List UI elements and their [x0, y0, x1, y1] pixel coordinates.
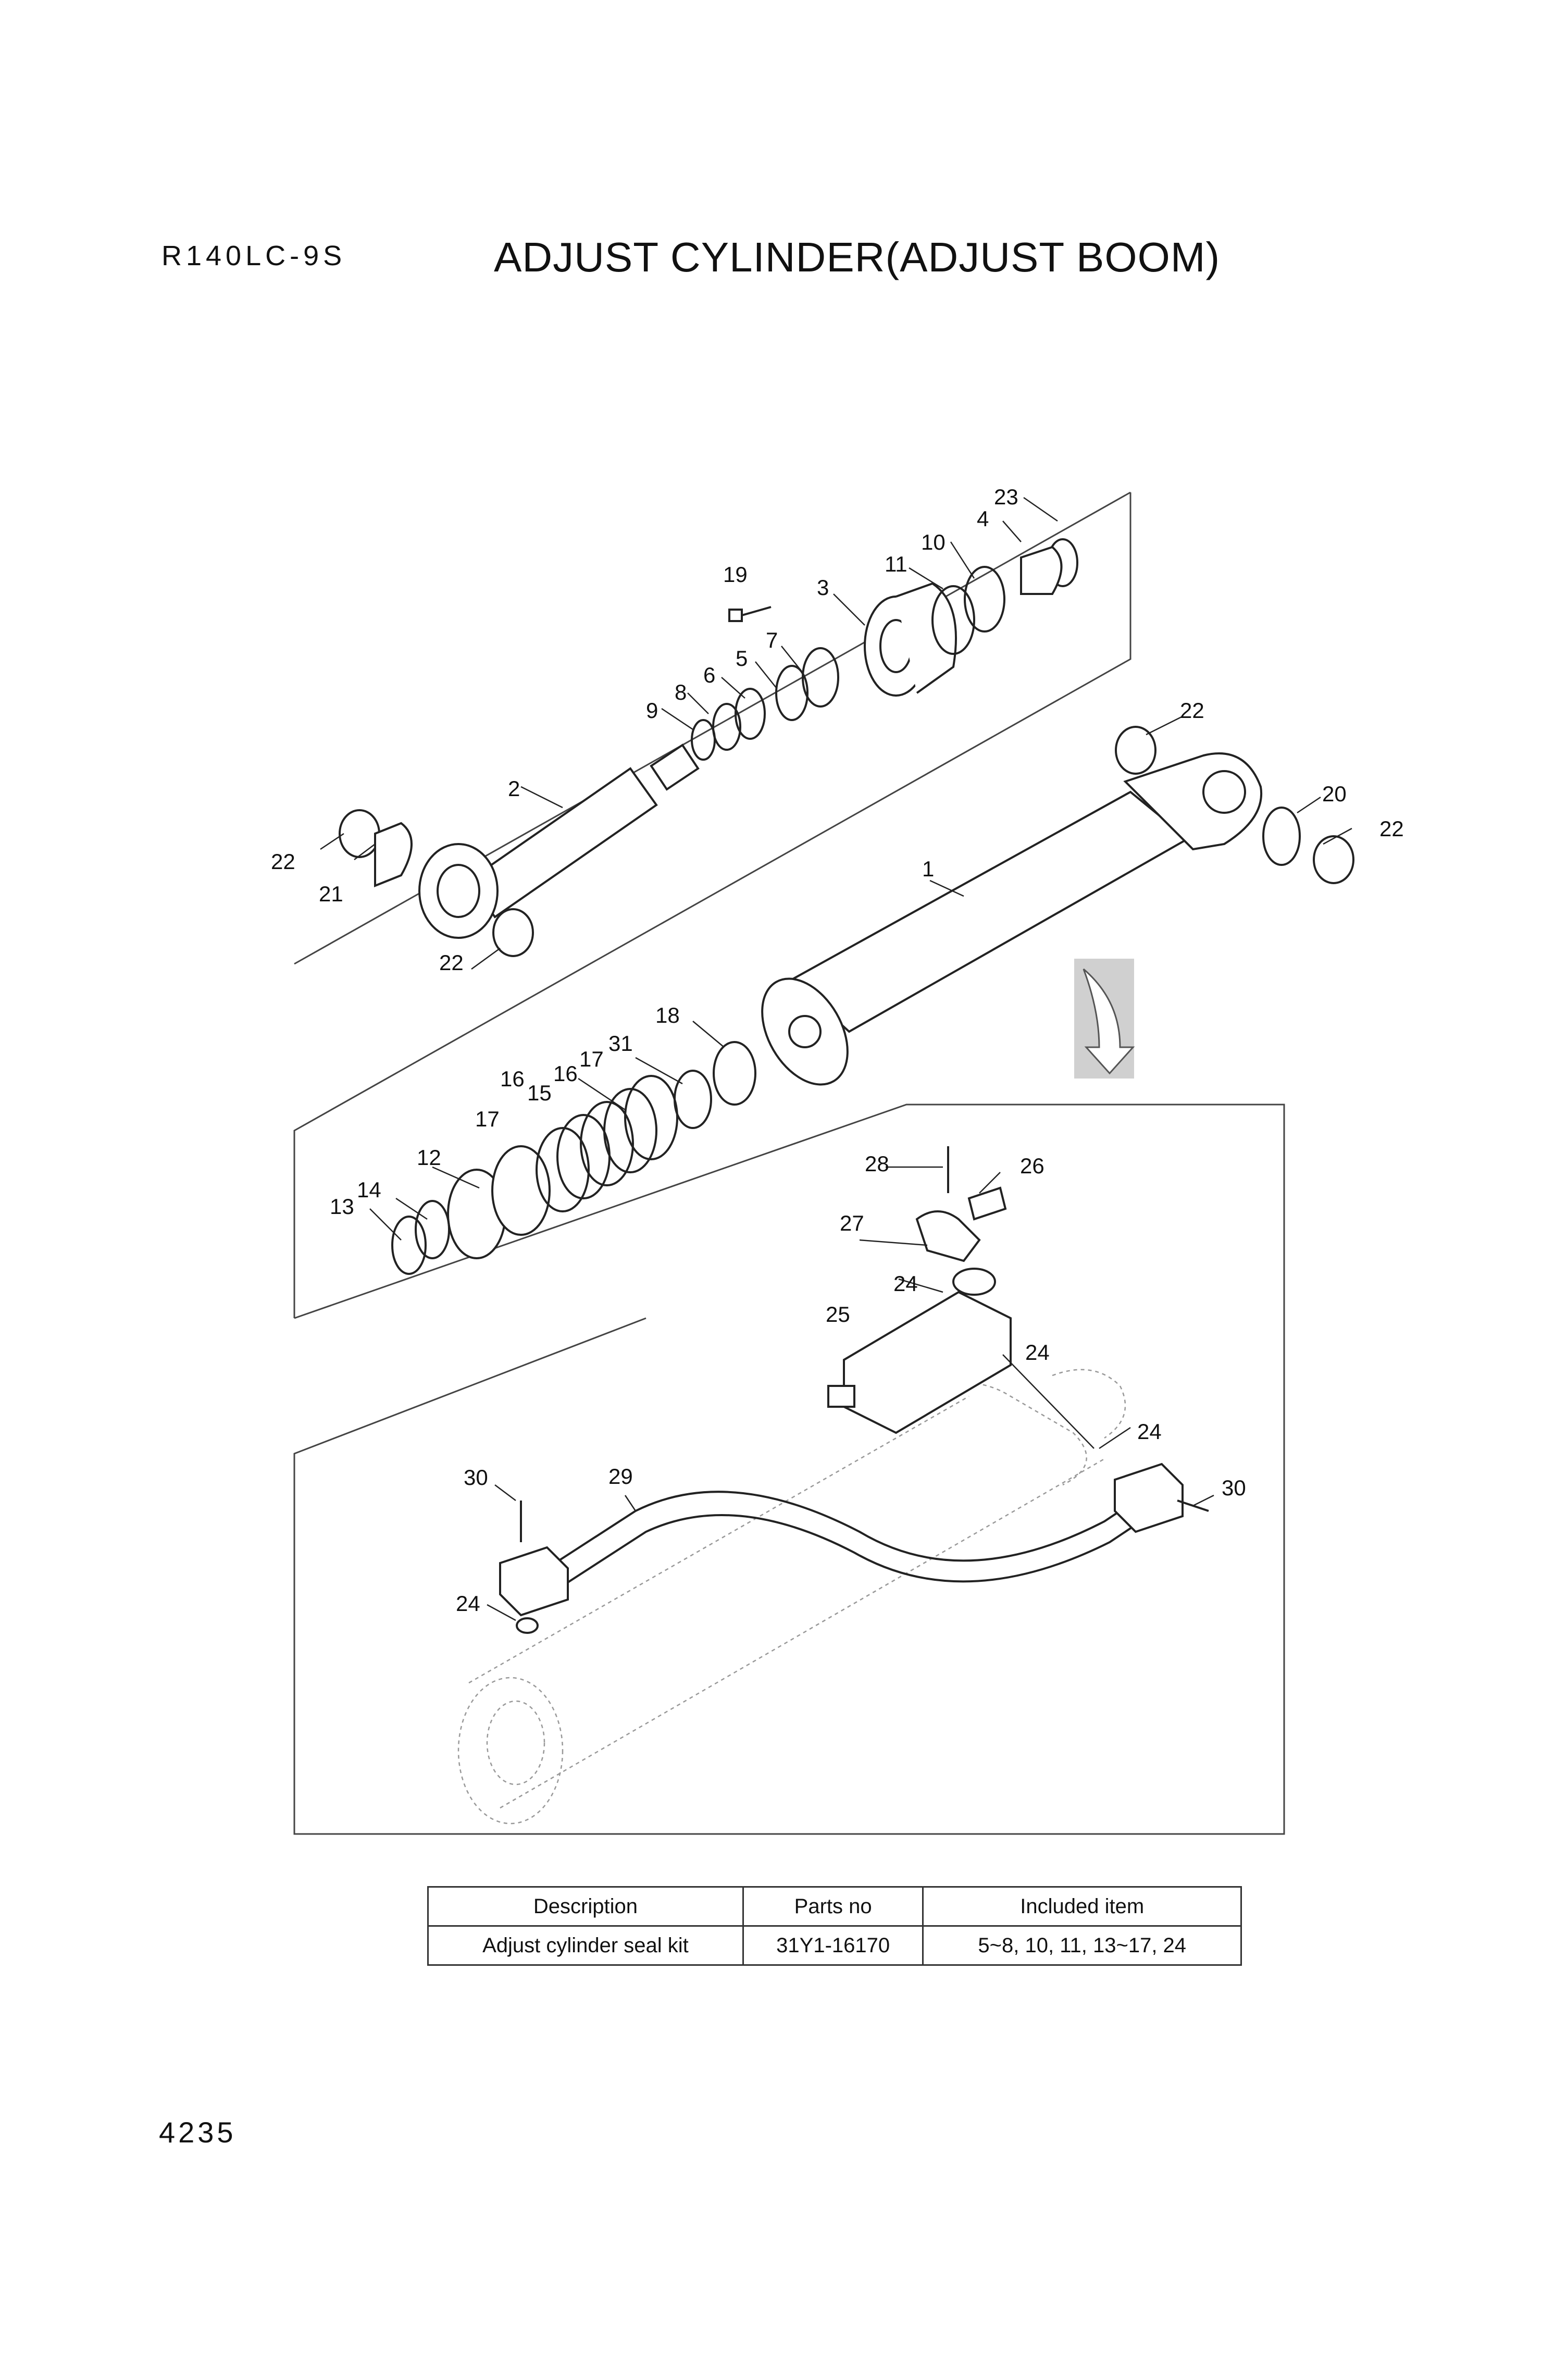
bolt-19	[728, 606, 772, 622]
callout-24b: 24	[1025, 1340, 1050, 1365]
callout-16a: 16	[553, 1061, 578, 1086]
callout-14: 14	[357, 1177, 381, 1202]
page-number: 4235	[159, 2116, 237, 2149]
callout-28: 28	[865, 1151, 889, 1176]
callout-25: 25	[826, 1302, 850, 1327]
callout-12: 12	[417, 1145, 441, 1170]
callout-4: 4	[977, 506, 989, 531]
callout-22d: 22	[439, 950, 464, 975]
callout-22b: 22	[1379, 816, 1404, 841]
callout-7: 7	[766, 628, 778, 652]
table-row: Adjust cylinder seal kit 31Y1-16170 5~8,…	[427, 1925, 1242, 1966]
callout-22c: 22	[271, 849, 295, 874]
table-header-row: Description Parts no Included item	[427, 1886, 1242, 1927]
callout-22a: 22	[1180, 698, 1204, 723]
callout-1: 1	[922, 857, 934, 881]
callout-21: 21	[319, 882, 343, 906]
piston-group	[391, 1041, 756, 1275]
callout-29: 29	[608, 1464, 633, 1489]
callout-24d: 24	[456, 1591, 480, 1616]
callout-24a: 24	[893, 1271, 918, 1296]
column-header: Parts no	[742, 1886, 924, 1927]
callout-2: 2	[508, 776, 520, 801]
pipe-flanges	[499, 1462, 1209, 1634]
callout-5: 5	[736, 646, 748, 671]
bushings	[374, 546, 1301, 887]
callout-10: 10	[921, 530, 946, 554]
callout-18: 18	[655, 1003, 680, 1027]
callout-3: 3	[817, 575, 829, 600]
callout-27: 27	[840, 1211, 864, 1235]
callout-16b: 16	[500, 1067, 525, 1091]
callout-6: 6	[703, 663, 715, 687]
pipe-29	[546, 1491, 1142, 1590]
callout-13: 13	[330, 1194, 354, 1219]
seal-kit-table: Description Parts no Included item Adjus…	[427, 1886, 1242, 1966]
model-code: R140LC-9S	[161, 240, 346, 271]
frame-lower	[293, 1104, 1285, 1835]
page-title: ADJUST CYLINDER(ADJUST BOOM)	[494, 234, 1221, 280]
column-header: Description	[427, 1886, 744, 1927]
seal-rings	[339, 538, 1354, 957]
callout-17b: 17	[475, 1107, 500, 1131]
column-header: Included item	[922, 1886, 1242, 1927]
callout-15: 15	[527, 1081, 552, 1105]
table-cell: 31Y1-16170	[742, 1925, 924, 1966]
callout-labels: 1 2 3 4 5 6 7 8 9 10 11 12 13 14 15 16 1…	[271, 485, 1404, 1616]
callout-11: 11	[885, 552, 907, 576]
table-cell: 5~8, 10, 11, 13~17, 24	[922, 1925, 1242, 1966]
callout-19: 19	[723, 562, 748, 587]
callout-26: 26	[1020, 1154, 1044, 1178]
view-arrow	[1074, 959, 1135, 1079]
ghost-cylinder	[457, 1369, 1126, 1825]
callout-31: 31	[608, 1031, 633, 1056]
leader-lines	[320, 497, 1352, 1621]
callout-23: 23	[994, 485, 1018, 509]
valve-block	[827, 1146, 1012, 1434]
callout-9: 9	[646, 698, 658, 723]
callout-24c: 24	[1137, 1419, 1162, 1444]
cylinder-tube	[761, 752, 1263, 1086]
callout-30a: 30	[464, 1465, 488, 1490]
callout-30b: 30	[1222, 1476, 1246, 1500]
piston-rod	[418, 743, 700, 939]
callout-20: 20	[1322, 782, 1347, 806]
callout-8: 8	[675, 680, 687, 704]
table-cell: Adjust cylinder seal kit	[427, 1925, 744, 1966]
callout-17a: 17	[579, 1047, 604, 1071]
gland	[864, 582, 957, 697]
